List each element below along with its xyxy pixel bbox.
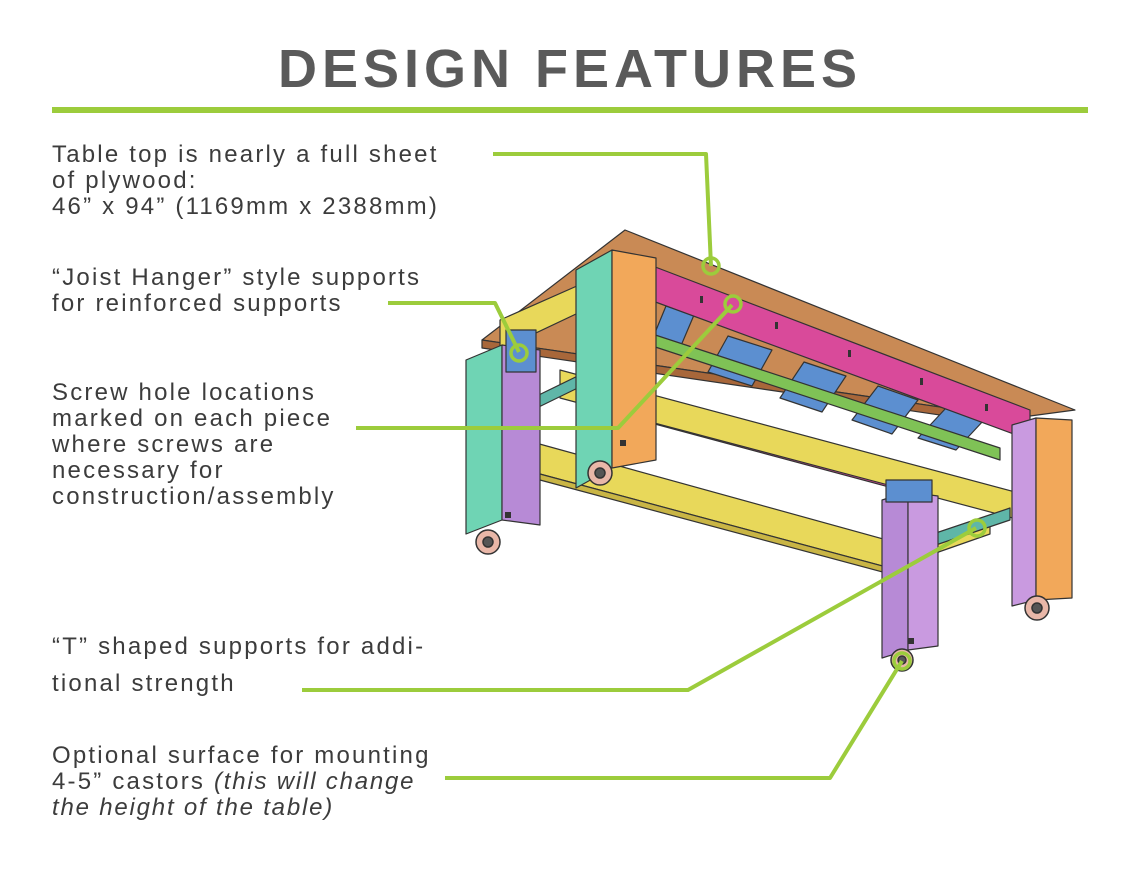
- lower-yellow-beam-face: [524, 469, 906, 579]
- callout-joist-hanger: “Joist Hanger” style supports for reinfo…: [52, 265, 421, 317]
- callout-line: Table top is nearly a full sheet: [52, 141, 439, 168]
- leader-castors: [445, 659, 904, 780]
- callout-line: Screw hole locations: [52, 379, 317, 406]
- joist-hanger-right: [885, 479, 933, 503]
- callout-tabletop: Table top is nearly a full sheet of plyw…: [52, 142, 439, 220]
- callout-line: tional strength: [52, 670, 236, 697]
- leader-t-supports: [302, 526, 977, 692]
- marker-castors: [892, 651, 912, 671]
- callout-line: 4-5” castors (this will change: [52, 769, 431, 795]
- callout-line: necessary for: [52, 457, 225, 484]
- callout-line: “T” shaped supports for addi-: [52, 633, 426, 660]
- leg-front-left-orange: [611, 249, 657, 469]
- callout-t-supports: “T” shaped supports for addi- tional str…: [52, 628, 425, 702]
- callout-text: 4-5” castors: [52, 768, 214, 795]
- screw-holes: [505, 296, 988, 644]
- callout-screw-holes: Screw hole locations marked on each piec…: [52, 380, 336, 510]
- marker-t-supports: [967, 518, 987, 538]
- leader-screw-holes: [356, 303, 734, 430]
- callout-leaders: [302, 152, 977, 780]
- callout-line: where screws are: [52, 431, 276, 458]
- callout-markers: [509, 256, 987, 671]
- leg-rear-right-purple: [1011, 417, 1037, 607]
- callout-line: “Joist Hanger” style supports: [52, 264, 422, 291]
- callout-note: (this will change: [213, 768, 416, 795]
- leader-joist-hanger: [388, 301, 521, 353]
- callout-line: construction/assembly: [52, 483, 336, 510]
- leader-tabletop: [493, 152, 713, 267]
- callout-line: of plywood:: [52, 167, 198, 194]
- callout-note: the height of the table): [52, 794, 335, 821]
- marker-tabletop: [701, 256, 721, 276]
- title-underline: [52, 107, 1088, 113]
- callout-line: Optional surface for mounting: [52, 742, 431, 769]
- page-title: DESIGN FEATURES: [277, 39, 863, 99]
- leg-rear-right-orange: [1035, 417, 1073, 601]
- callout-line: 46” x 94” (1169mm x 2388mm): [52, 193, 440, 220]
- marker-screw-holes: [723, 294, 743, 314]
- leg-front-left-teal: [575, 249, 613, 489]
- callout-castors: Optional surface for mounting 4-5” casto…: [52, 743, 431, 821]
- leg-front-right-purple-b: [907, 491, 939, 651]
- callout-line: marked on each piece: [52, 405, 333, 432]
- marker-joist-hanger: [509, 343, 529, 363]
- leg-rear-left-teal: [465, 344, 503, 535]
- callout-line: for reinforced supports: [52, 290, 343, 317]
